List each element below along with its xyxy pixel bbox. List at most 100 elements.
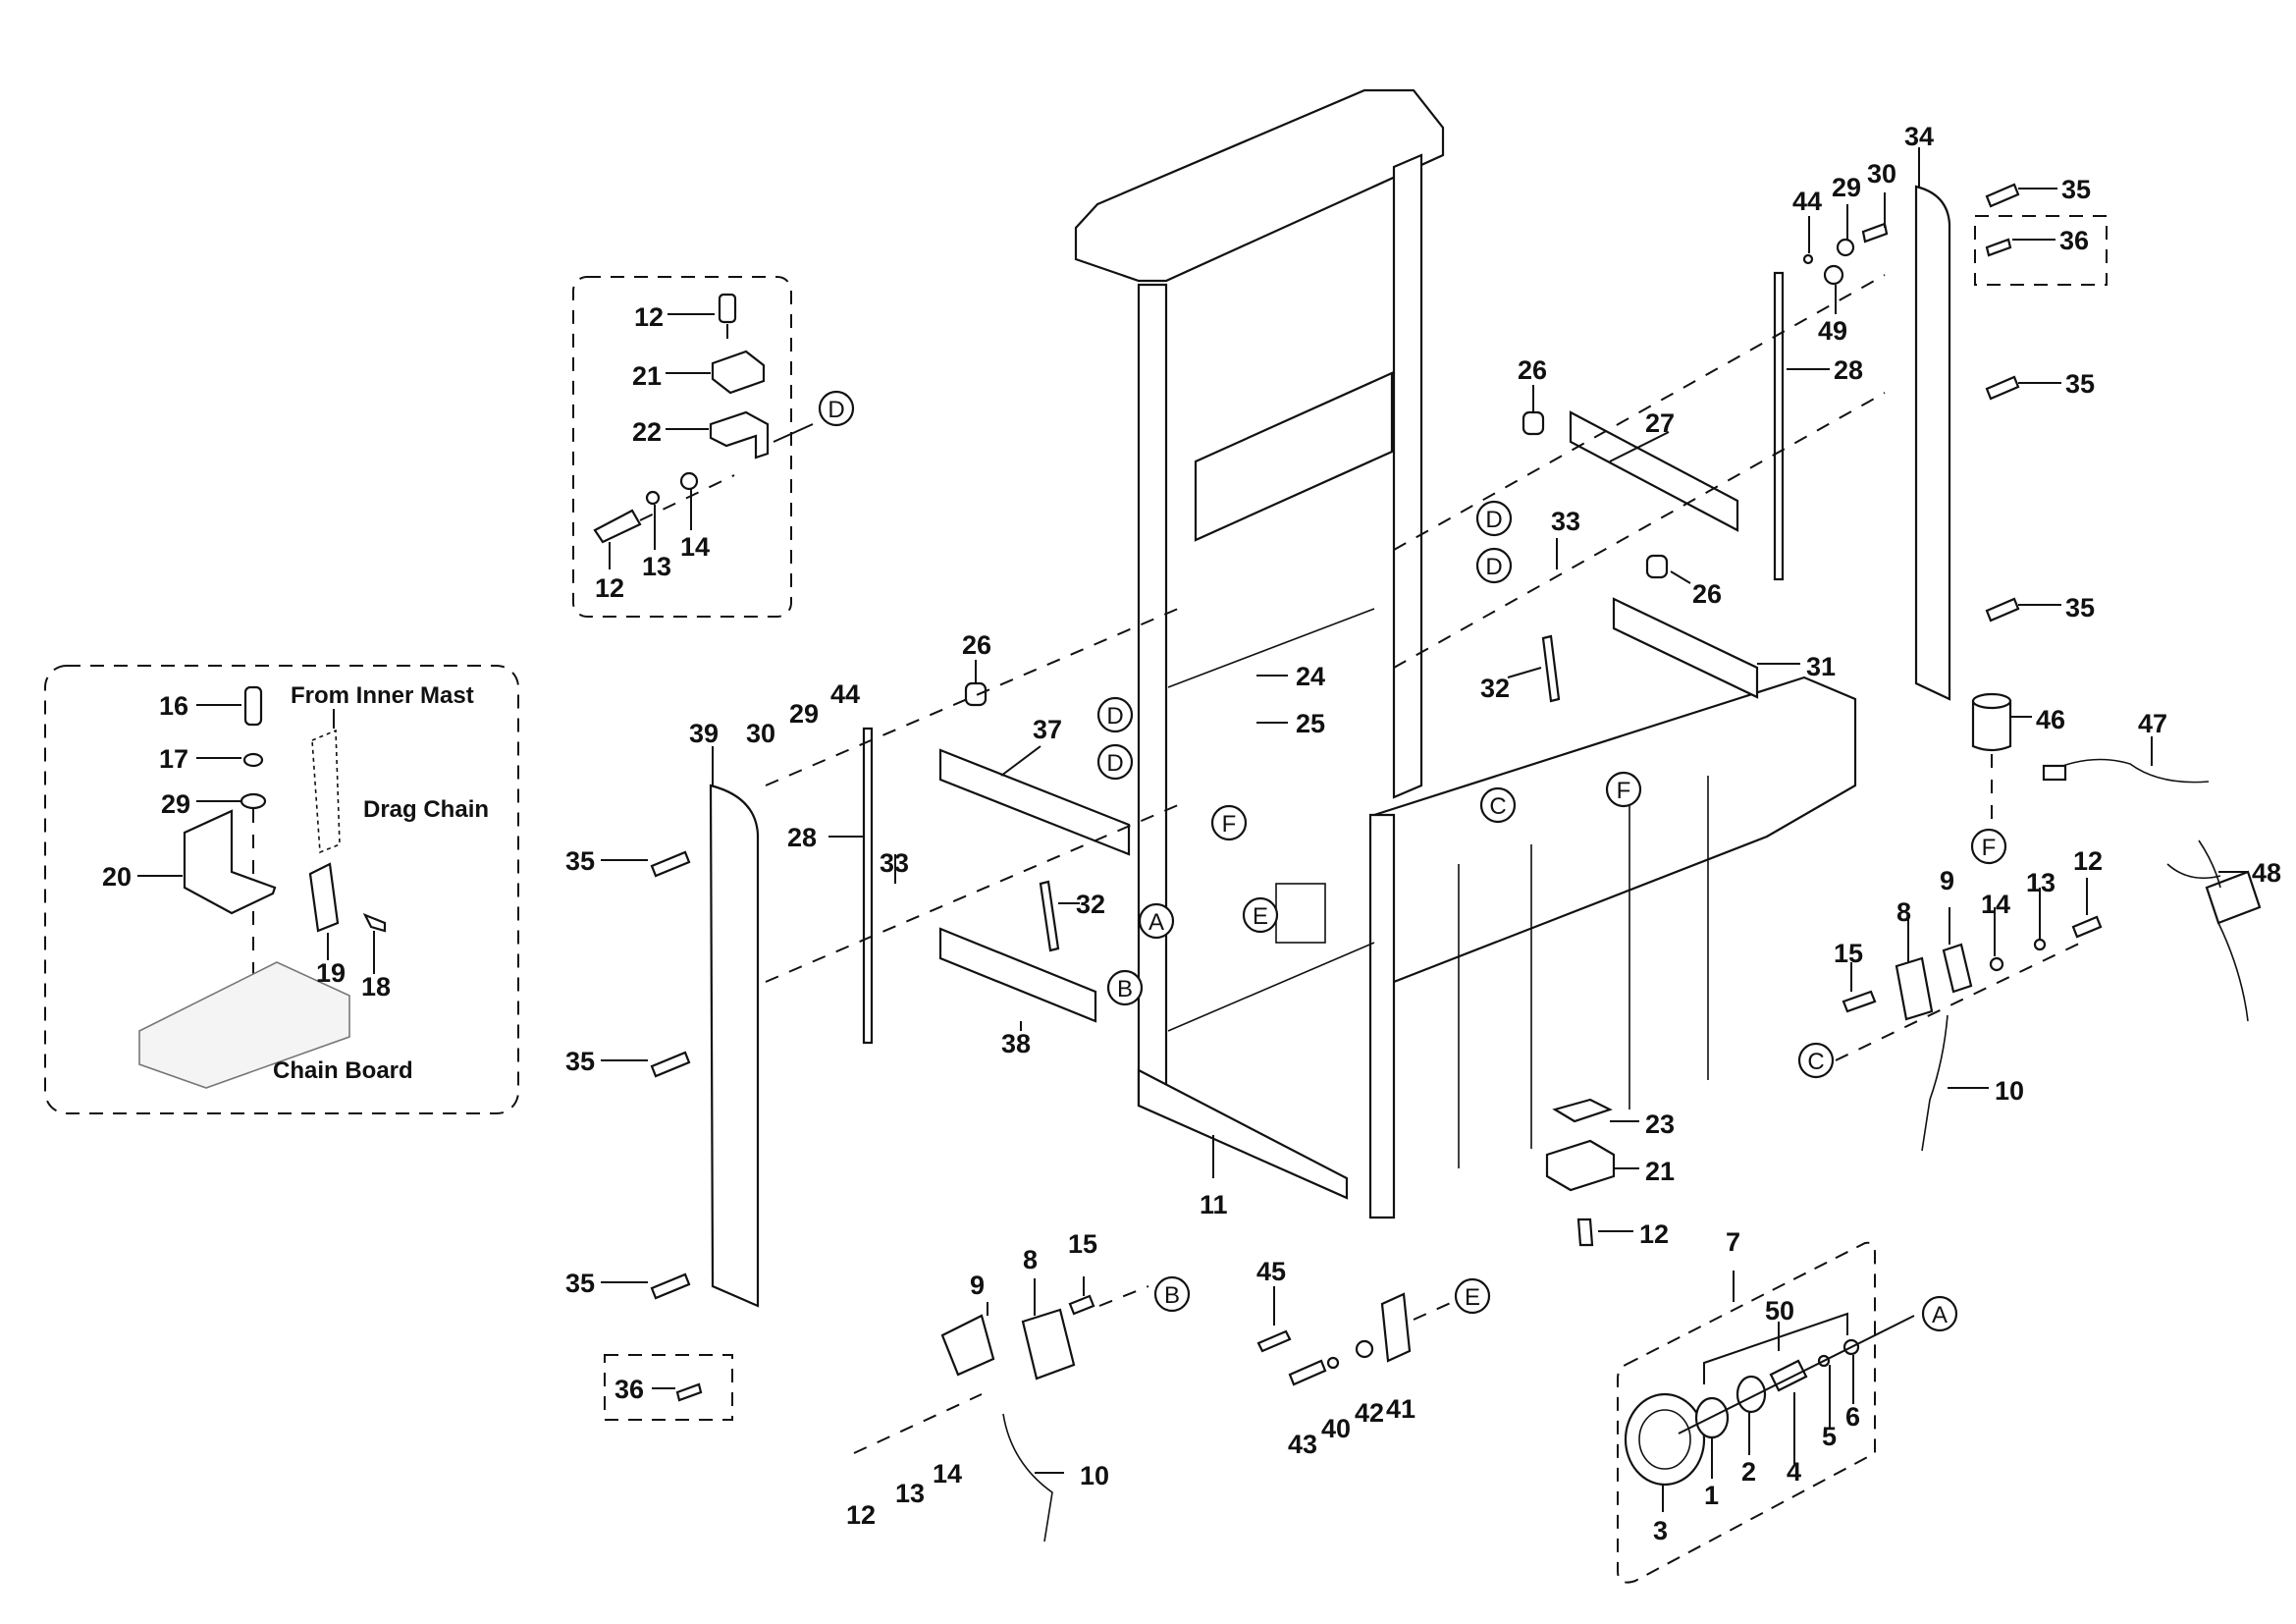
- washer-17: [242, 752, 264, 768]
- wheel-3: [1624, 1392, 1706, 1487]
- washer-29: [240, 792, 267, 810]
- callout-14: 14: [680, 532, 710, 562]
- callout-23: 23: [1645, 1110, 1675, 1139]
- svg-text:E: E: [1253, 903, 1268, 930]
- callout-12: 12: [1639, 1219, 1669, 1249]
- washer-29: [1836, 238, 1855, 257]
- callout-32: 32: [1076, 890, 1105, 919]
- note-from-inner-mast: From Inner Mast: [291, 682, 474, 709]
- callout-40: 40: [1321, 1414, 1351, 1443]
- bolt-35: [1985, 597, 2020, 623]
- callout-38: 38: [1001, 1029, 1031, 1058]
- washer-13: [2033, 938, 2047, 951]
- shaft-4: [1769, 1359, 1808, 1392]
- svg-text:A: A: [1932, 1302, 1948, 1328]
- block-assembly-center: 23 21 12: [1545, 1098, 1675, 1249]
- bracket-22: [709, 410, 770, 460]
- ref-marker-b: B: [1106, 969, 1144, 1006]
- callout-50: 50: [1765, 1296, 1794, 1326]
- callout-12: 12: [595, 573, 624, 603]
- callout-13: 13: [895, 1479, 925, 1508]
- ref-marker-c: C: [1479, 786, 1517, 824]
- right-side-cover: 34 44 29 30 35 36 49 28 35 35: [1773, 122, 2108, 701]
- callout-3: 3: [1653, 1516, 1668, 1545]
- gas-spring-32: [1541, 634, 1561, 703]
- callout-9: 9: [1940, 866, 1954, 895]
- callout-2: 2: [1741, 1457, 1756, 1487]
- switch-9: [1942, 943, 1973, 994]
- rod-28: [1773, 271, 1785, 581]
- right-electrical-parts: 46 47 48 9 8 15 14 13 12 10: [1834, 692, 2281, 1152]
- callout-26: 26: [1692, 579, 1722, 609]
- callout-29: 29: [789, 699, 819, 729]
- callout-29: 29: [161, 789, 190, 819]
- callout-35: 35: [565, 1269, 595, 1298]
- ref-marker-d: D: [1475, 547, 1513, 584]
- ref-marker-d: D: [818, 390, 855, 427]
- ref-marker-d: D: [1096, 743, 1134, 781]
- washer-49: [1823, 264, 1844, 286]
- bolt-35: [1985, 183, 2020, 208]
- callout-18: 18: [361, 972, 391, 1001]
- callout-4: 4: [1787, 1457, 1801, 1487]
- callout-13: 13: [642, 552, 671, 581]
- switch-9: [940, 1314, 995, 1377]
- svg-text:B: B: [1164, 1282, 1180, 1309]
- callout-26: 26: [962, 630, 991, 660]
- callout-20: 20: [102, 862, 132, 892]
- detail-box-drag-chain: 16 17 29 20 19 18 From Inner Mast Drag C…: [44, 665, 519, 1114]
- cup-46: [1971, 699, 2012, 752]
- callout-34: 34: [1904, 122, 1934, 151]
- cover-34: [1914, 185, 1951, 701]
- screw-16: [243, 685, 263, 727]
- callout-35: 35: [565, 846, 595, 876]
- block-41: [1380, 1292, 1412, 1363]
- callout-32: 32: [1480, 674, 1510, 703]
- callout-15: 15: [1834, 939, 1863, 968]
- callout-37: 37: [1033, 715, 1062, 744]
- bracket-20: [183, 809, 277, 915]
- bolt-35: [650, 850, 691, 878]
- note-drag-chain: Drag Chain: [363, 796, 489, 823]
- ref-marker-f: F: [1605, 771, 1642, 808]
- block-21: [1545, 1139, 1616, 1192]
- callout-12: 12: [2073, 846, 2103, 876]
- screw-36: [1985, 238, 2012, 257]
- mast-frame-11: [1074, 88, 1857, 1219]
- callout-44: 44: [830, 679, 860, 709]
- callout-33: 33: [1551, 507, 1580, 536]
- svg-text:E: E: [1465, 1284, 1480, 1311]
- svg-text:F: F: [1982, 835, 1997, 861]
- svg-text:D: D: [828, 397, 844, 423]
- callout-27: 27: [1645, 408, 1675, 438]
- bolt-35: [650, 1051, 691, 1078]
- plate-8: [1021, 1308, 1076, 1380]
- callout-29: 29: [1832, 173, 1861, 202]
- callout-22: 22: [632, 417, 662, 447]
- bracket-assembly-e: 45 43 40 42 41: [1256, 1257, 1454, 1459]
- gas-spring-32: [1039, 880, 1060, 952]
- callout-45: 45: [1256, 1257, 1286, 1286]
- plate-8: [1895, 956, 1934, 1021]
- disc-2: [1735, 1375, 1767, 1414]
- bracket-19: [308, 862, 340, 933]
- callout-39: 39: [689, 719, 719, 748]
- washer-14: [1989, 956, 2004, 972]
- callout-47: 47: [2138, 709, 2167, 738]
- pin-44: [1802, 253, 1814, 265]
- bolt-12-top: [718, 293, 737, 324]
- callout-48: 48: [2252, 858, 2281, 888]
- callout-9: 9: [970, 1271, 985, 1300]
- bushing-26: [964, 681, 988, 707]
- callout-28: 28: [787, 823, 817, 852]
- svg-text:C: C: [1489, 793, 1506, 820]
- ref-marker-e: E: [1242, 896, 1279, 934]
- svg-text:D: D: [1485, 554, 1502, 580]
- callout-28: 28: [1834, 355, 1863, 385]
- callout-30: 30: [1867, 159, 1896, 189]
- screw-15: [1068, 1294, 1095, 1316]
- callout-21: 21: [632, 361, 662, 391]
- svg-text:A: A: [1148, 909, 1164, 936]
- callout-36: 36: [2059, 226, 2089, 255]
